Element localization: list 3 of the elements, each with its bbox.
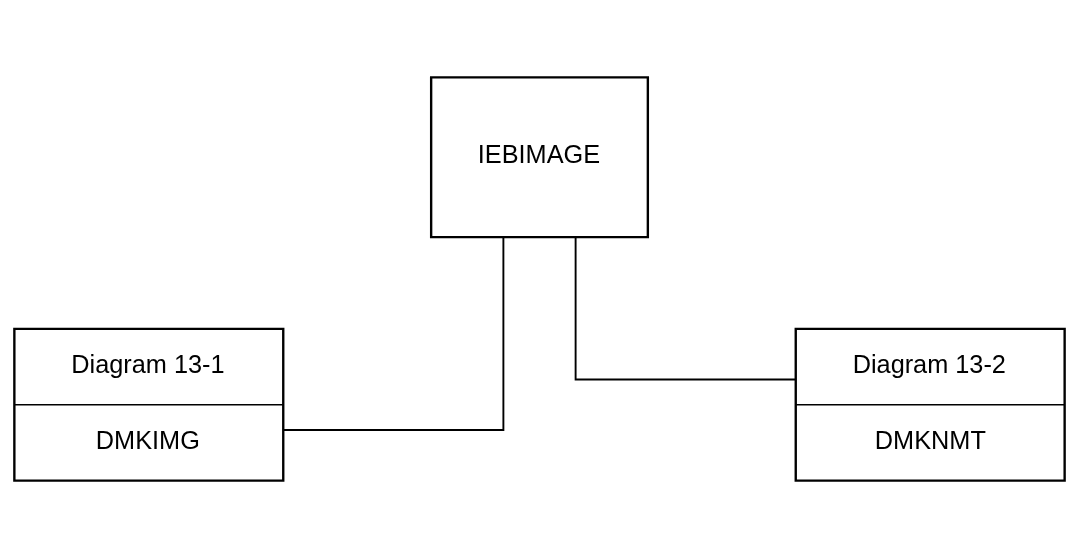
connector: [574, 236, 797, 381]
connector: [282, 236, 505, 431]
node-box: IEBIMAGE: [429, 76, 650, 239]
